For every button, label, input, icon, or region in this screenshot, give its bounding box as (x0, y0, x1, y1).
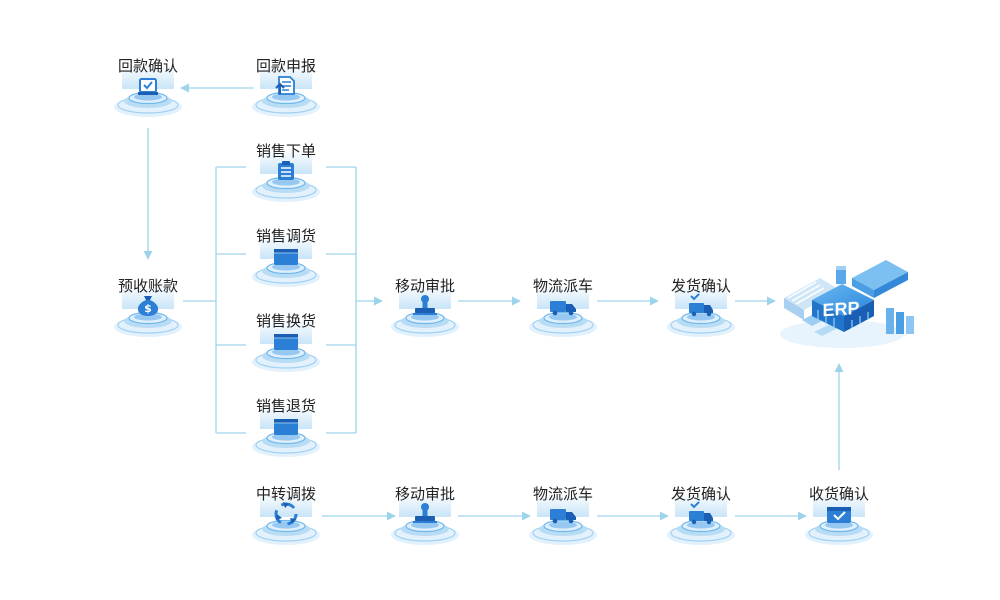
node-xiaoshou_diaohuo (252, 234, 320, 287)
node-zhongzhuan_diaobo (252, 492, 320, 545)
bracket-left-ticks (216, 166, 246, 434)
node-xiaoshou_xiadan (252, 149, 320, 202)
node-yidong_shenpi_1 (391, 284, 459, 337)
node-label-xiaoshou_diaohuo: 销售调货 (255, 227, 316, 245)
node-label-xiaoshou_tuihuo: 销售退货 (255, 397, 316, 415)
connectors (143, 83, 844, 521)
box-icon (274, 334, 298, 350)
node-label-huikuan_queren: 回款确认 (117, 57, 178, 75)
node-wuliu_paiche_1 (529, 284, 597, 337)
document-upload-icon (275, 76, 295, 95)
node-label-shouhuo_queren: 收货确认 (808, 485, 869, 503)
node-label-yushou_zhangkuan: 预收账款 (117, 277, 178, 295)
nodes: $ (114, 64, 873, 545)
node-label-wuliu_paiche_1: 物流派车 (532, 277, 593, 295)
checklist-icon (138, 78, 158, 95)
stamp-icon (413, 503, 437, 523)
node-label-wuliu_paiche_2: 物流派车 (532, 485, 593, 503)
clipboard-icon (278, 161, 294, 180)
node-huikuan_queren (114, 64, 182, 117)
truck-icon (550, 509, 576, 524)
node-huikuan_shenbao (252, 64, 320, 117)
inbox-check-icon (827, 507, 851, 523)
node-label-xiaoshou_xiadan: 销售下单 (255, 142, 316, 160)
node-label-fahuo_queren_1: 发货确认 (670, 277, 731, 295)
node-label-huikuan_shenbao: 回款申报 (255, 57, 316, 75)
node-wuliu_paiche_2 (529, 492, 597, 545)
box-icon (274, 419, 298, 435)
recycle-icon (274, 502, 298, 526)
truck-check-icon (689, 293, 713, 317)
truck-check-icon (689, 501, 713, 525)
node-shouhuo_queren (805, 492, 873, 545)
node-label-yidong_shenpi_2: 移动审批 (394, 485, 455, 503)
node-label-zhongzhuan_diaobo: 中转调拨 (255, 485, 316, 503)
node-xiaoshou_huanhuo (252, 319, 320, 372)
money-bag-icon: $ (137, 296, 159, 316)
box-icon (274, 249, 298, 265)
node-yushou_zhangkuan: $ (114, 284, 182, 337)
svg-text:$: $ (144, 302, 152, 315)
node-fahuo_queren_1 (667, 284, 735, 337)
bracket-right-ticks (326, 166, 356, 434)
truck-icon (550, 301, 576, 316)
erp-system: ERP (780, 260, 914, 348)
node-yidong_shenpi_2 (391, 492, 459, 545)
node-label-yidong_shenpi_1: 移动审批 (394, 277, 455, 295)
node-label-xiaoshou_huanhuo: 销售换货 (255, 312, 316, 330)
stamp-icon (413, 295, 437, 315)
node-label-fahuo_queren_2: 发货确认 (670, 485, 731, 503)
node-xiaoshou_tuihuo (252, 404, 320, 457)
erp-label: ERP (822, 298, 859, 321)
node-fahuo_queren_2 (667, 492, 735, 545)
